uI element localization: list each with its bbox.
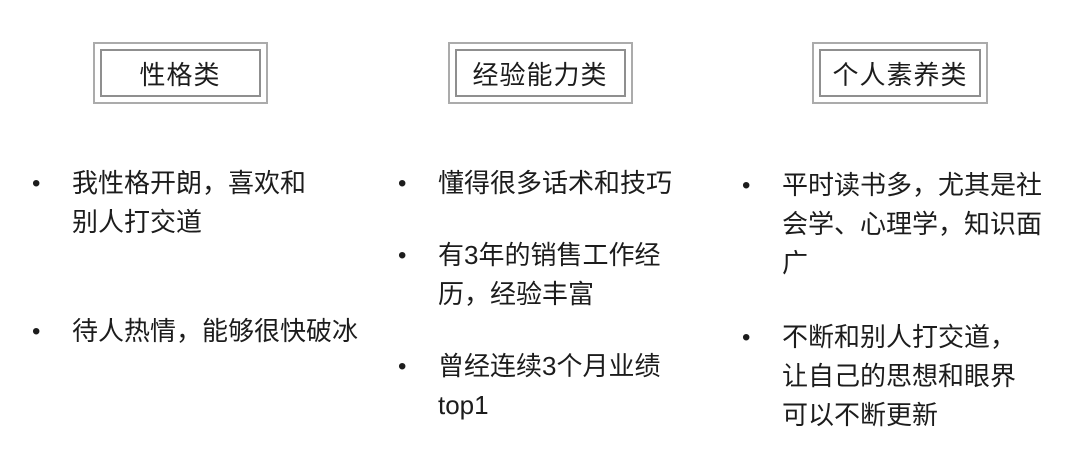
bullet-text: 懂得很多话术和技巧 — [438, 168, 673, 198]
list-item: • 曾经连续3个月业绩 top1 — [398, 347, 720, 425]
header-title: 个人素养类 — [819, 49, 981, 97]
bullet-text: 平时读书多，尤其是社 会学、心理学，知识面 广 — [782, 170, 1043, 278]
bullet-icon: • — [742, 172, 751, 199]
header-box-quality: 个人素养类 — [812, 42, 988, 104]
list-item: • 懂得很多话术和技巧 — [398, 164, 720, 203]
bullet-icon: • — [398, 353, 407, 380]
list-item: • 有3年的销售工作经 历，经验丰富 — [398, 236, 720, 314]
bullet-icon: • — [32, 318, 41, 345]
list-item: • 我性格开朗，喜欢和 别人打交道 — [32, 164, 360, 242]
column-personality: 性格类 • 我性格开朗，喜欢和 别人打交道 • 待人热情，能够很快破冰 — [0, 0, 360, 455]
bullet-icon: • — [398, 170, 407, 197]
list-item: • 待人热情，能够很快破冰 — [32, 312, 360, 351]
bullet-list-quality: • 平时读书多，尤其是社 会学、心理学，知识面 广 • 不断和别人打交道， 让自… — [720, 166, 1080, 435]
header-title: 经验能力类 — [454, 49, 626, 97]
column-quality: 个人素养类 • 平时读书多，尤其是社 会学、心理学，知识面 广 • 不断和别人打… — [720, 0, 1080, 455]
header-box-experience: 经验能力类 — [447, 42, 633, 104]
bullet-text: 有3年的销售工作经 历，经验丰富 — [438, 240, 661, 309]
bullet-text: 待人热情，能够很快破冰 — [72, 316, 359, 346]
header-box-personality: 性格类 — [92, 42, 268, 104]
column-experience: 经验能力类 • 懂得很多话术和技巧 • 有3年的销售工作经 历，经验丰富 • 曾… — [360, 0, 720, 455]
bullet-list-personality: • 我性格开朗，喜欢和 别人打交道 • 待人热情，能够很快破冰 — [0, 164, 360, 351]
bullet-icon: • — [742, 324, 751, 351]
list-item: • 平时读书多，尤其是社 会学、心理学，知识面 广 — [742, 166, 1080, 283]
bullet-icon: • — [398, 242, 407, 269]
header-title: 性格类 — [99, 49, 261, 97]
bullet-text: 不断和别人打交道， 让自己的思想和眼界 可以不断更新 — [782, 322, 1017, 430]
bullet-text: 曾经连续3个月业绩 top1 — [438, 351, 661, 420]
bullet-text: 我性格开朗，喜欢和 别人打交道 — [72, 168, 307, 237]
list-item: • 不断和别人打交道， 让自己的思想和眼界 可以不断更新 — [742, 318, 1080, 435]
bullet-icon: • — [32, 170, 41, 197]
bullet-list-experience: • 懂得很多话术和技巧 • 有3年的销售工作经 历，经验丰富 • 曾经连续3个月… — [360, 164, 720, 425]
